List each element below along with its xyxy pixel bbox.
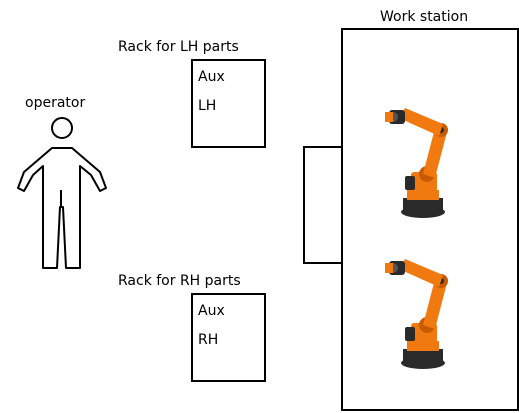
person-outline-icon [17, 117, 107, 269]
rack-lh-line-lh: LH [198, 98, 217, 114]
rack-rh-line-aux: Aux [198, 303, 225, 319]
rack-rh-title: Rack for RH parts [118, 273, 241, 289]
rack-rh-box: Aux RH [191, 293, 266, 382]
workstation-title: Work station [380, 9, 469, 25]
industrial-robot-icon [385, 108, 448, 218]
rack-lh-title: Rack for LH parts [118, 39, 239, 55]
rack-lh-box: Aux LH [191, 59, 266, 148]
fixture-outline [303, 146, 343, 264]
operator-label: operator [25, 95, 86, 111]
rack-rh-line-rh: RH [198, 332, 219, 348]
industrial-robot-icon [385, 259, 448, 369]
rack-lh-line-aux: Aux [198, 69, 225, 85]
